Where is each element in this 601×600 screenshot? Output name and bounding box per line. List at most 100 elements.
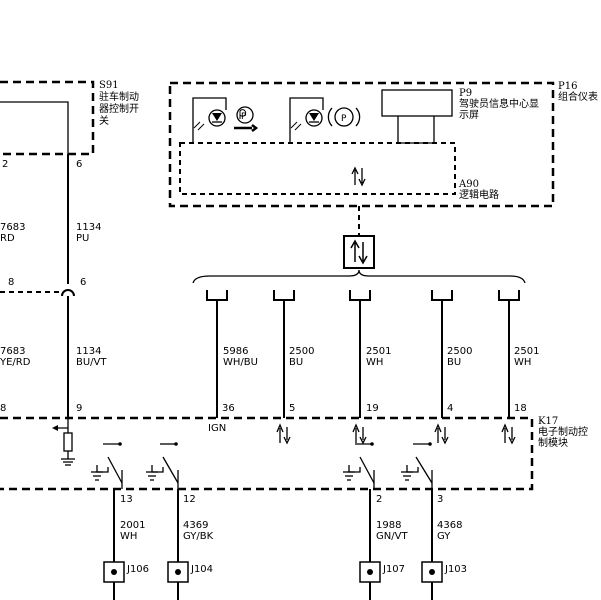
wire-4368-circuit: 4368 (437, 520, 462, 531)
k17-code: K17 (538, 416, 558, 427)
k17-pin-19: 19 (366, 403, 379, 414)
splice-j106: J106 (103, 561, 149, 583)
s91-name-line2: 器控制开 (99, 102, 139, 115)
k17-brake-control-module: K17 电子制动控 制模块 IGN (0, 416, 588, 491)
wire-2500a-circuit: 2500 (289, 346, 314, 357)
wire-2500b-circuit: 2500 (447, 346, 472, 357)
splice-j103-label: J103 (444, 564, 467, 575)
parking-brake-service-lamp-icon: P (192, 97, 259, 143)
k17-pin-3: 3 (437, 494, 443, 505)
s91-name-line3: 关 (99, 114, 109, 127)
wire-2500b-color: BU (447, 357, 461, 368)
splice-j107-label: J107 (382, 564, 405, 575)
k17-pin5-arrows-icon (276, 423, 291, 445)
splice-j107: J107 (359, 561, 405, 583)
wire-2001-color: WH (120, 531, 137, 542)
wire-2501a-color: WH (366, 357, 383, 368)
p9-name-line1: 驾驶员信息中心显 (459, 97, 539, 110)
connector-head-3 (349, 290, 371, 301)
s91-dashed-box (0, 80, 95, 156)
k17-pin-13: 13 (120, 494, 133, 505)
inline-pin-8: 8 (8, 277, 14, 288)
p16-code: P16 (558, 81, 577, 92)
s91-pin-6: 6 (76, 159, 82, 170)
wire-1988-color: GN/VT (376, 531, 408, 542)
connector-head-5 (498, 290, 520, 301)
wire-left-lower-color: YE/RD (0, 357, 31, 368)
k17-motor-switch-3 (401, 442, 433, 489)
ground-icon (61, 458, 75, 466)
wire-pu-circuit: 1134 (76, 222, 101, 233)
p9-code: P9 (459, 88, 472, 99)
k17-pin-5: 5 (289, 403, 295, 414)
k17-motor-switch-13 (91, 442, 123, 489)
k17-pin4-arrows-icon (434, 423, 449, 445)
wire-2501b-color: WH (514, 357, 531, 368)
wire-2500a-color: BU (289, 357, 303, 368)
k17-ign-label: IGN (208, 423, 226, 434)
k17-pin9-input-circuit (52, 418, 75, 466)
splice-j104-label: J104 (190, 564, 213, 575)
connector-head-4 (431, 290, 453, 301)
k17-pin18-arrows-icon (501, 423, 516, 445)
p9-display-screen (381, 89, 453, 117)
parking-brake-lamp-icon: P (289, 97, 361, 143)
k17-pin-9: 9 (76, 403, 82, 414)
bus-brace (192, 269, 526, 284)
k17-pin-8: 8 (0, 403, 6, 414)
wire-5986-circuit: 5986 (223, 346, 248, 357)
logic-bus-arrows-icon (351, 166, 366, 187)
svg-text:P: P (241, 112, 247, 122)
inline-pin-6: 6 (80, 277, 86, 288)
k17-pin19-arrows-icon (352, 423, 367, 445)
p16-instrument-cluster: P16 组合仪表 P P (168, 81, 598, 208)
wire-5986-color: WH/BU (223, 357, 258, 368)
k17-pin-36: 36 (222, 403, 235, 414)
s91-switch-module: S91 驻车制动 器控制开 关 (0, 80, 139, 156)
k17-dashed-box (0, 416, 534, 491)
connector-head-2 (273, 290, 295, 301)
splice-j103: J103 (421, 561, 467, 583)
wire-pu-color: PU (76, 233, 89, 244)
wire-buvt-circuit: 1134 (76, 346, 101, 357)
k17-name-line1: 电子制动控 (538, 425, 588, 438)
p9-name-line2: 示屏 (459, 109, 479, 121)
wire-left-upper-circuit: 7683 (0, 222, 25, 233)
wire-4368-color: GY (437, 531, 451, 542)
splice-j104: J104 (167, 561, 213, 583)
k17-pin-12: 12 (183, 494, 196, 505)
k17-pin-18: 18 (514, 403, 527, 414)
wire-2501a-circuit: 2501 (366, 346, 391, 357)
k17-pin-2: 2 (376, 494, 382, 505)
a90-dashed-box (179, 142, 456, 195)
wire-4369-circuit: 4369 (183, 520, 208, 531)
k17-motor-switch-2 (343, 442, 375, 489)
a90-code: A90 (458, 179, 479, 190)
s91-name-line1: 驻车制动 (99, 90, 139, 103)
svg-text:P: P (341, 114, 347, 124)
k17-pin-4: 4 (447, 403, 453, 414)
a90-name: 逻辑电路 (459, 188, 499, 201)
s91-pin-2: 2 (2, 159, 8, 170)
p16-name: 组合仪表 (558, 90, 598, 103)
wire-2501b-circuit: 2501 (514, 346, 539, 357)
splice-j106-label: J106 (126, 564, 149, 575)
wire-left-upper-color: RD (0, 233, 15, 244)
s91-code: S91 (99, 80, 119, 91)
connector-head-1 (206, 290, 228, 301)
k17-name-line2: 制模块 (538, 436, 568, 449)
wire-2001-circuit: 2001 (120, 520, 145, 531)
bus-connector-heads (206, 290, 520, 301)
s91-internal-line (0, 101, 69, 154)
wire-buvt-color: BU/VT (76, 357, 107, 368)
inline-connector-arc (61, 289, 75, 297)
wire-4369-color: GY/BK (183, 531, 214, 542)
p16-dashed-box (168, 81, 555, 208)
bidirectional-data-bus-icon (343, 235, 375, 269)
p9-driver-info-display: P9 驾驶员信息中心显 示屏 (381, 88, 539, 144)
wire-left-lower-circuit: 7683 (0, 346, 25, 357)
a90-logic-circuit: A90 逻辑电路 (179, 142, 499, 201)
k17-motor-switch-12 (146, 442, 179, 489)
wire-1988-circuit: 1988 (376, 520, 401, 531)
